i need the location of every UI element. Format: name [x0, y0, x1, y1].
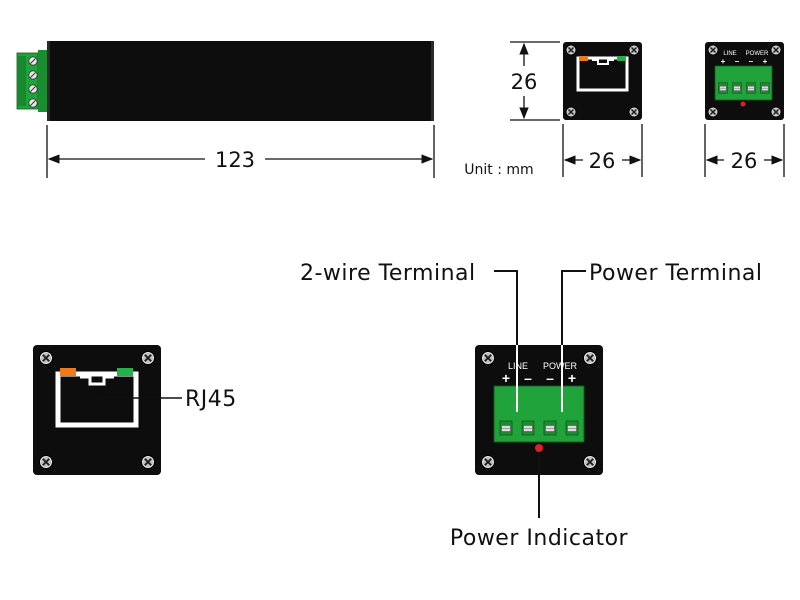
power-label-small: POWER: [746, 51, 769, 57]
rj45-port: [55, 368, 139, 428]
rj45-port-small: [576, 56, 629, 92]
rj45-detail-view: [33, 345, 182, 475]
height-value: 26: [511, 70, 538, 94]
terminal-block-small: [714, 65, 773, 101]
power-label: POWER: [543, 361, 578, 371]
height-dimension: [510, 41, 560, 121]
width-dimension-terminal: [704, 124, 785, 177]
line-label-small: LINE: [723, 51, 736, 57]
unit-label: Unit : mm: [464, 162, 533, 178]
polarity-signs-small: + – – +: [721, 57, 768, 66]
power-terminal-callout: Power Terminal: [589, 261, 762, 286]
device-body: [47, 41, 434, 121]
length-value: 123: [215, 148, 255, 172]
led-orange-small: [579, 56, 588, 61]
rj45-callout: RJ45: [185, 387, 237, 412]
width-dimension-rj45: [562, 124, 643, 177]
terminal-end-view: LINE POWER + – – + 26: [704, 42, 785, 177]
power-led-small: [740, 101, 746, 107]
side-terminal-block: [16, 50, 47, 112]
svg-text:–: –: [524, 370, 532, 386]
svg-text:+: +: [568, 370, 576, 386]
led-green: [117, 368, 133, 376]
svg-text:–: –: [546, 370, 554, 386]
svg-text:–: –: [735, 57, 740, 66]
power-indicator-led: [535, 444, 543, 452]
polarity-signs: + – – +: [502, 370, 576, 386]
svg-text:+: +: [502, 370, 510, 386]
svg-text:+: +: [721, 57, 726, 66]
power-indicator-callout: Power Indicator: [450, 526, 629, 551]
svg-text:+: +: [763, 57, 768, 66]
terminal-block: [493, 385, 585, 443]
rj45-end-view: 26 26 Unit : mm: [464, 41, 643, 178]
width-value-terminal: 26: [731, 149, 758, 173]
width-value-rj45: 26: [589, 149, 616, 173]
led-orange: [60, 368, 76, 376]
two-wire-terminal-callout: 2-wire Terminal: [300, 261, 476, 286]
length-dimension: [46, 125, 435, 178]
led-green-small: [617, 56, 626, 61]
terminal-detail-view: LINE POWER + – – +: [475, 270, 603, 518]
side-view: 123: [16, 41, 435, 178]
svg-text:–: –: [749, 57, 754, 66]
